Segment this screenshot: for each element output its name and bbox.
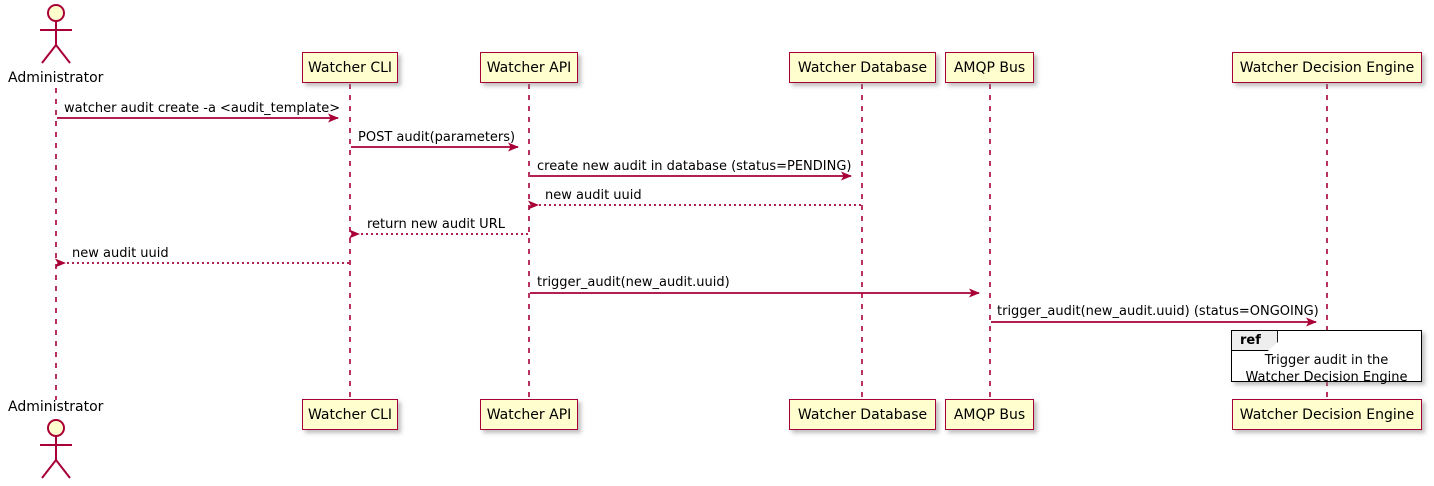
message-arrows	[55, 113, 1317, 327]
ref-fragment-line-2: Watcher Decision Engine	[1245, 370, 1408, 385]
participant-cli-bottom[interactable]: Watcher CLI	[302, 399, 398, 430]
ref-fragment-line-1: Trigger audit in the	[1264, 353, 1389, 368]
participant-cli-top[interactable]: Watcher CLI	[302, 52, 398, 83]
actor-figure-top	[40, 4, 72, 64]
message-label-3: create new audit in database (status=PEN…	[537, 159, 852, 174]
participant-amqp-top[interactable]: AMQP Bus	[945, 52, 1034, 83]
message-label-5: return new audit URL	[367, 217, 505, 232]
participant-engine-bottom[interactable]: Watcher Decision Engine	[1232, 399, 1422, 430]
message-label-6: new audit uuid	[72, 246, 169, 261]
participant-api-top[interactable]: Watcher API	[480, 52, 578, 83]
ref-fragment: ref Trigger audit in the Watcher Decisio…	[1231, 330, 1422, 385]
actor-label-top: Administrator	[8, 70, 104, 86]
participant-amqp-bottom[interactable]: AMQP Bus	[945, 399, 1034, 430]
ref-fragment-body: Trigger audit in the Watcher Decision En…	[1232, 352, 1421, 386]
participant-engine-top[interactable]: Watcher Decision Engine	[1232, 52, 1422, 83]
participant-db-top[interactable]: Watcher Database	[789, 52, 936, 83]
message-label-8: trigger_audit(new_audit.uuid) (status=ON…	[997, 304, 1319, 319]
participant-api-bottom[interactable]: Watcher API	[480, 399, 578, 430]
participant-db-bottom[interactable]: Watcher Database	[789, 399, 936, 430]
message-label-4: new audit uuid	[545, 188, 642, 203]
ref-fragment-tag: ref	[1232, 331, 1278, 351]
message-label-2: POST audit(parameters)	[358, 130, 516, 145]
lifelines	[55, 84, 1328, 400]
message-label-1: watcher audit create -a <audit_template>	[64, 101, 341, 116]
message-label-7: trigger_audit(new_audit.uuid)	[537, 275, 730, 290]
actor-figure-bottom	[40, 419, 72, 479]
actor-label-bottom: Administrator	[8, 399, 104, 415]
